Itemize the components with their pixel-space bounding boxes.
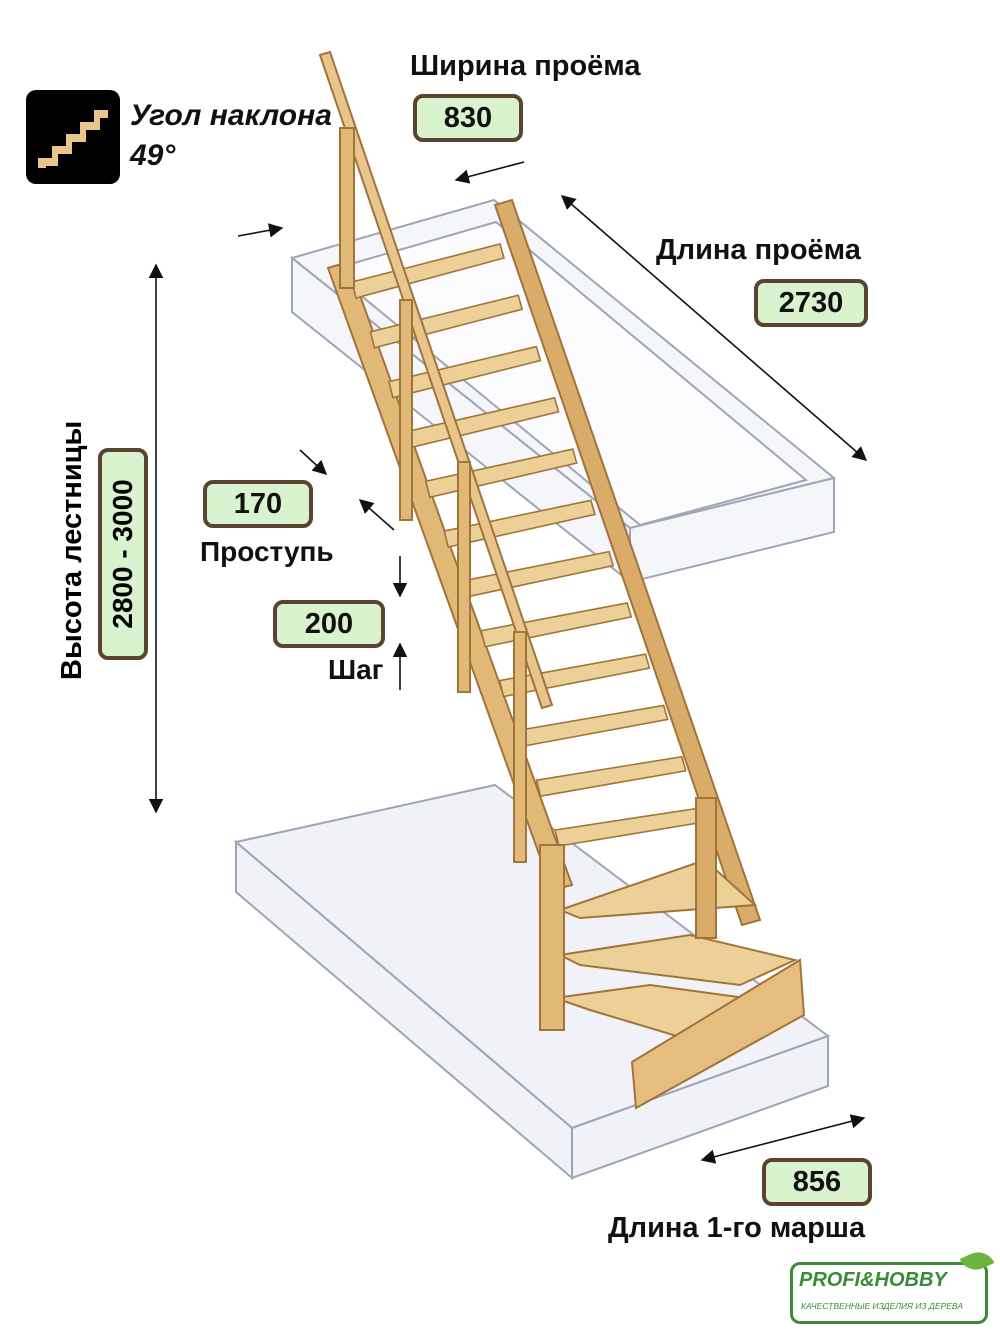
opening-width-value: 830: [413, 94, 523, 142]
winder-section: [539, 797, 806, 1110]
stair-tread: [480, 601, 633, 648]
opening-width-label: Ширина проёма: [410, 50, 641, 82]
first-flight-label: Длина 1-го марша: [608, 1212, 866, 1244]
stair-tread: [387, 345, 542, 399]
angle-caption: Угол наклона 49°: [130, 96, 332, 176]
opening-length-value: 2730: [754, 279, 868, 327]
tread-arrow-top: [299, 449, 328, 475]
stairs-angle-icon: [26, 90, 120, 184]
stair-tread: [443, 499, 596, 549]
brand-logo: PROFI&HOBBY КАЧЕСТВЕННЫЕ ИЗДЕЛИЯ ИЗ ДЕРЕ…: [790, 1262, 988, 1324]
stair-tread: [554, 807, 706, 847]
stair-height-box: 2800 - 3000: [98, 448, 148, 660]
dimension-lines: [148, 161, 868, 1164]
flight-arrow: [700, 1114, 866, 1164]
length-arrow: [560, 195, 868, 461]
treads-group: [351, 243, 706, 847]
stair-height-value: 2800 - 3000: [107, 479, 138, 629]
opening-length-label: Длина проёма: [656, 234, 861, 266]
stair-tread: [351, 243, 505, 299]
stair-tread: [461, 550, 615, 598]
brand-name: PROFI&HOBBY: [799, 1269, 947, 1291]
tread-label: Проступь: [200, 536, 334, 567]
step-label: Шаг: [328, 654, 384, 685]
tread-arrow-bottom: [358, 499, 395, 531]
width-arrow: [454, 161, 525, 184]
width-arrow-left: [237, 223, 284, 238]
tread-value: 170: [203, 480, 313, 528]
stair-tread: [535, 755, 687, 798]
angle-value: 49°: [130, 139, 176, 172]
stair-tread: [517, 704, 669, 748]
first-flight-value: 856: [762, 1158, 872, 1206]
angle-label: Угол наклона: [130, 99, 332, 132]
step-value: 200: [273, 600, 385, 648]
handrail: [318, 50, 554, 863]
brand-tagline: КАЧЕСТВЕННЫЕ ИЗДЕЛИЯ ИЗ ДЕРЕВА: [801, 1301, 963, 1311]
stair-height-label: Высота лестницы: [56, 420, 88, 680]
